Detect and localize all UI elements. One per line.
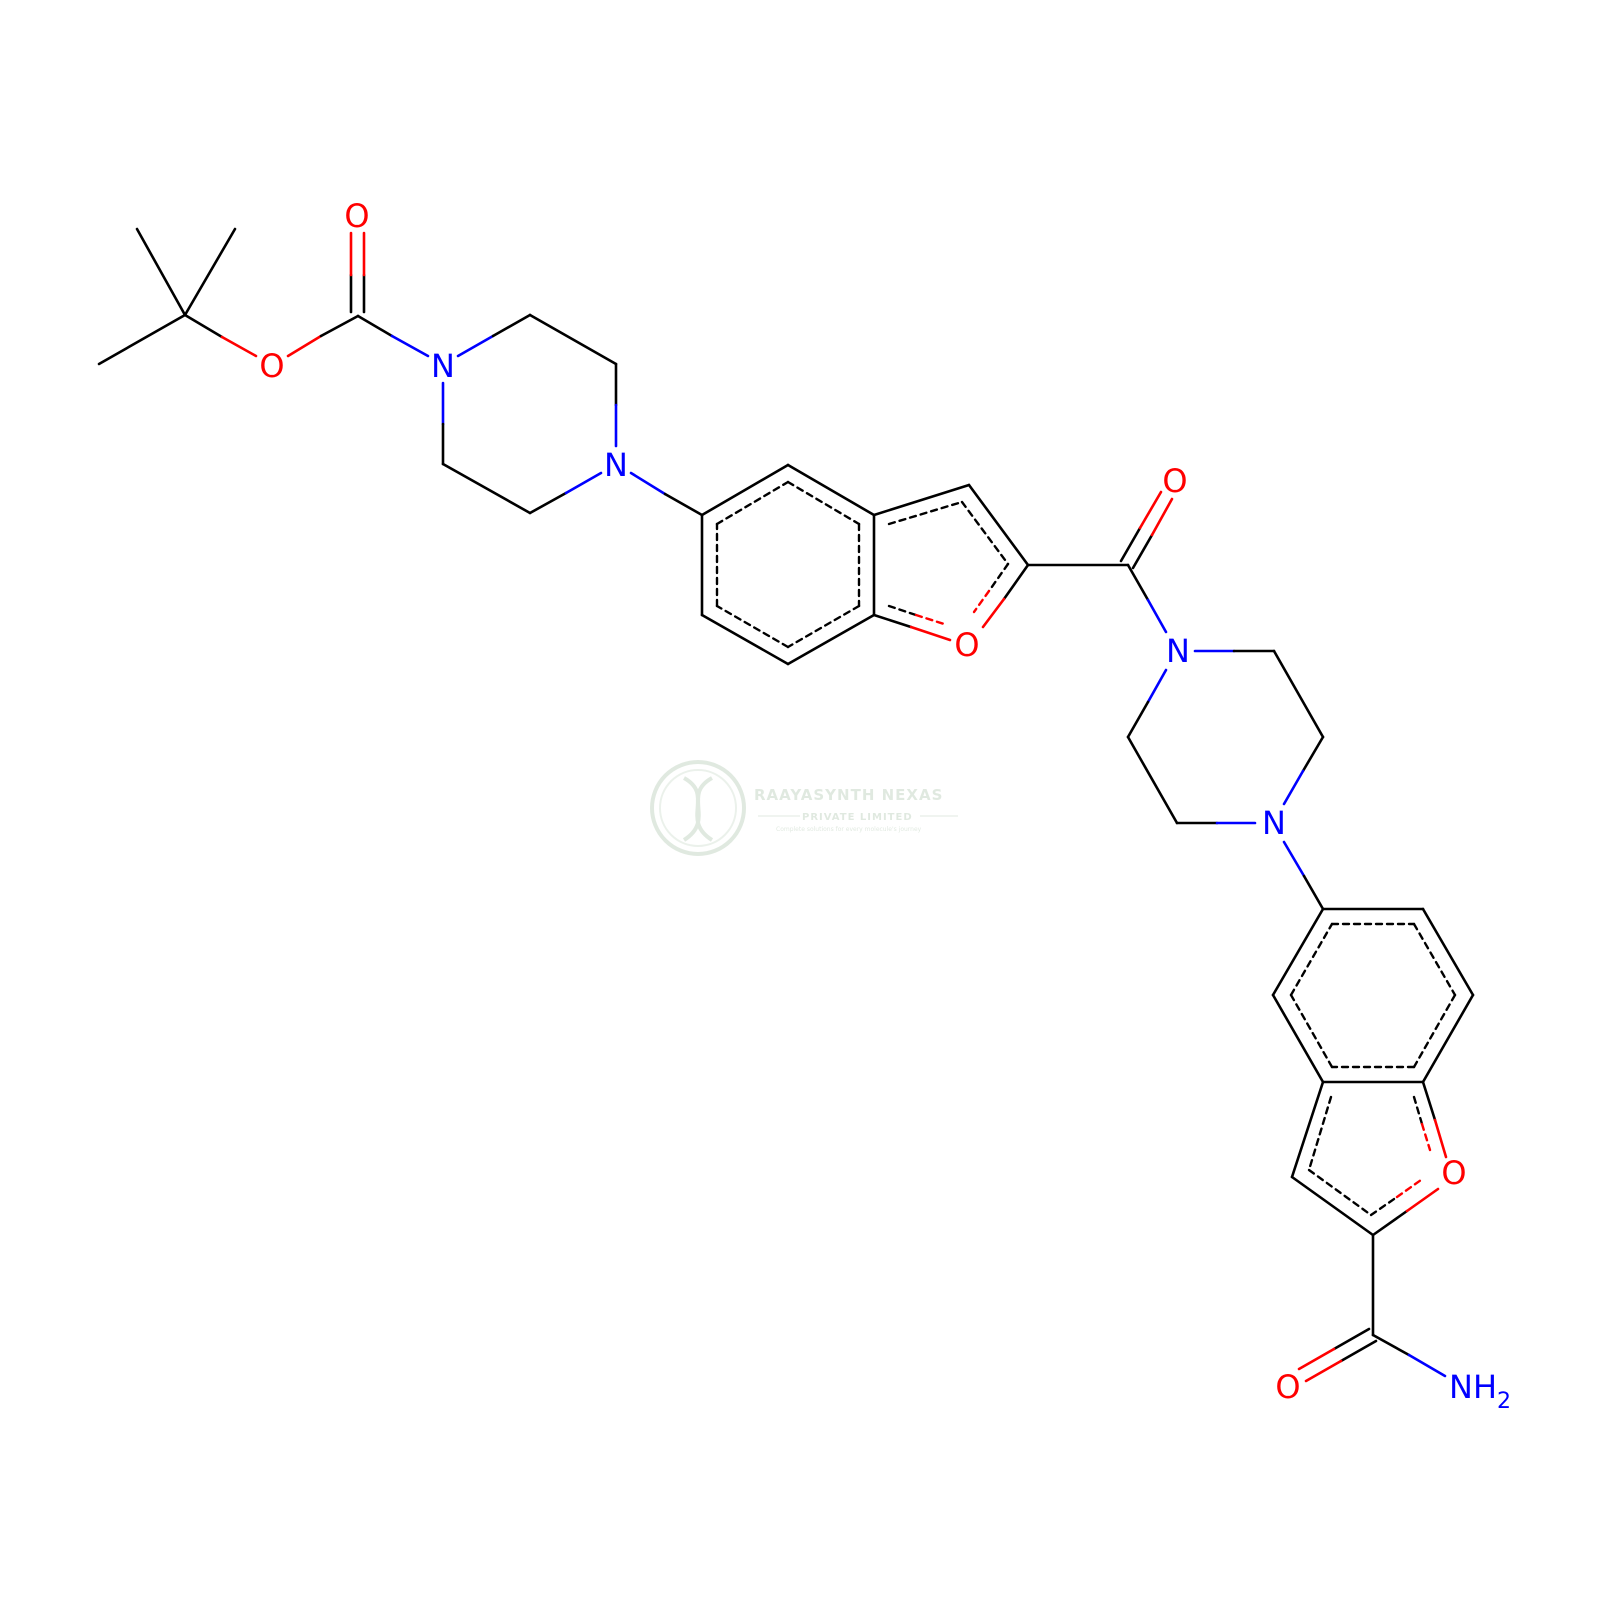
- watermark-logo-icon: [650, 760, 746, 856]
- watermark-tagline: Complete solutions for every molecule's …: [776, 826, 922, 833]
- atom-label-nh2-carboxamide: NH2: [1449, 1368, 1511, 1414]
- bonds: [97, 227, 1475, 1383]
- atom-label-o-amide-carbonyl: O: [1162, 462, 1187, 500]
- atom-labels: O O N N O O N N O O NH2: [259, 197, 1511, 1414]
- atom-label-o-furan-2: O: [1441, 1154, 1466, 1192]
- watermark-subtitle: PRIVATE LIMITED: [802, 812, 913, 823]
- atom-label-o-carboxamide: O: [1275, 1368, 1300, 1406]
- atom-label-n-piperazine-1-boc: N: [431, 347, 455, 385]
- watermark: RAAYASYNTH NEXAS PRIVATE LIMITED Complet…: [650, 760, 958, 856]
- watermark-title: RAAYASYNTH NEXAS: [754, 786, 943, 804]
- atom-label-n-piperazine-1-aryl: N: [604, 446, 628, 484]
- atom-label-o-ester-boc: O: [259, 347, 284, 385]
- atom-label-n-piperazine-2-aryl: N: [1262, 804, 1286, 842]
- atom-label-o-furan-1: O: [954, 626, 979, 664]
- atom-label-o-carbonyl-boc: O: [344, 197, 369, 235]
- atom-label-n-piperazine-2-acyl: N: [1166, 632, 1190, 670]
